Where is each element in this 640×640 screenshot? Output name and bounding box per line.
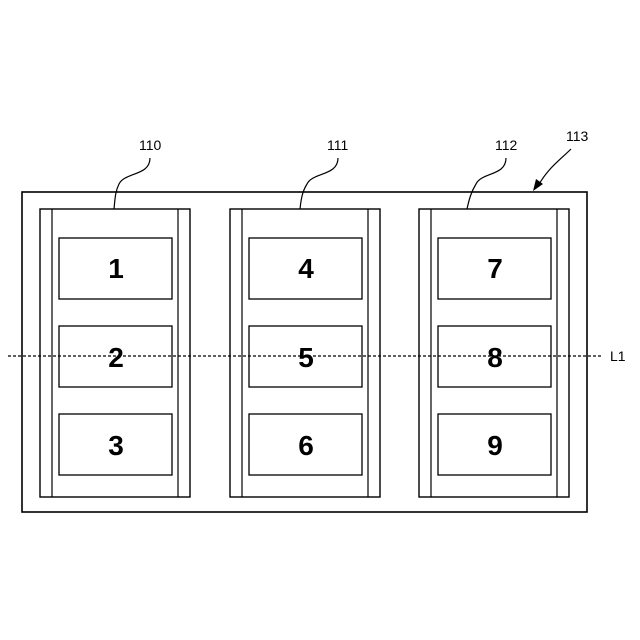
cell-number: 5 bbox=[298, 342, 314, 373]
cell-number: 6 bbox=[298, 430, 314, 461]
column-110: 1 2 3 110 bbox=[40, 137, 190, 497]
cell-number: 2 bbox=[108, 342, 124, 373]
cell-number: 4 bbox=[298, 253, 314, 284]
column-label: 111 bbox=[327, 137, 348, 153]
outer-frame-leader bbox=[538, 149, 571, 186]
cell-number: 3 bbox=[108, 430, 124, 461]
column-111: 4 5 6 111 bbox=[230, 137, 380, 497]
column-label: 112 bbox=[495, 137, 518, 153]
column-leader bbox=[114, 158, 150, 209]
cell-number: 9 bbox=[487, 430, 503, 461]
cell-number: 1 bbox=[108, 253, 124, 284]
column-leader bbox=[300, 158, 338, 209]
cell-number: 7 bbox=[487, 253, 503, 284]
outer-frame-label: 113 bbox=[566, 128, 589, 144]
column-112: 7 8 9 112 bbox=[419, 137, 569, 497]
column-leader bbox=[467, 158, 506, 209]
cell-number: 8 bbox=[487, 342, 503, 373]
section-line-label: L1 bbox=[610, 348, 626, 364]
column-label: 110 bbox=[139, 137, 162, 153]
